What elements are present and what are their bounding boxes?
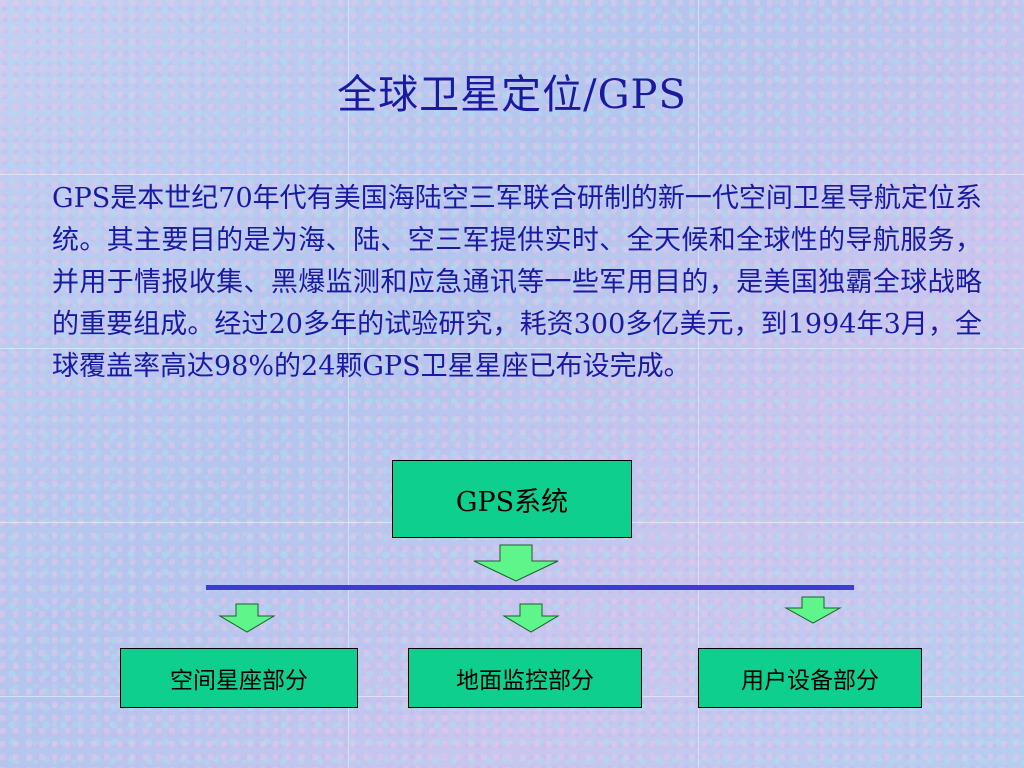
ground-control-box: 地面监控部分 [408, 648, 642, 708]
connector-bar [206, 585, 854, 590]
background-grid-line [698, 0, 699, 768]
slide-title: 全球卫星定位/GPS [337, 72, 687, 118]
down-arrow-icon [784, 596, 842, 624]
down-arrow-icon [502, 603, 560, 633]
background-grid-line [348, 0, 349, 768]
down-arrow-icon [218, 603, 276, 633]
background-grid-line [0, 174, 1024, 175]
gps-system-box: GPS系统 [392, 460, 632, 538]
slide-body-text: GPS是本世纪70年代有美国海陆空三军联合研制的新一代空间卫星导航定位系统。其主… [52, 183, 982, 382]
down-arrow-icon [473, 544, 559, 582]
space-segment-box: 空间星座部分 [120, 648, 358, 708]
user-equipment-box: 用户设备部分 [698, 648, 922, 708]
background-grid-line [0, 348, 1024, 349]
